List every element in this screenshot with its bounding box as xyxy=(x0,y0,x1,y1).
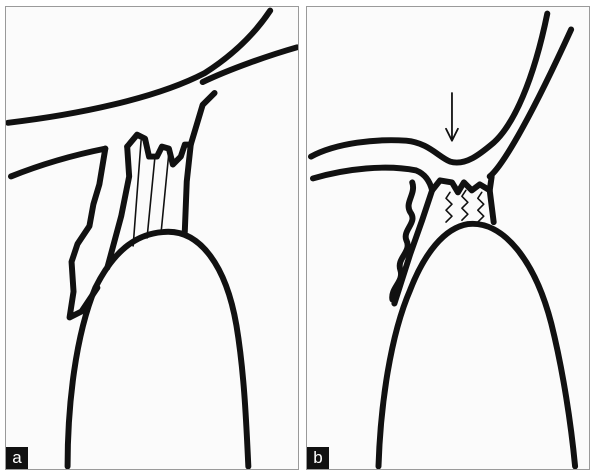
stem-top-edge xyxy=(432,176,492,192)
left-jagged-wall xyxy=(70,149,106,318)
panel-label-b: b xyxy=(307,447,329,469)
panel-b: b xyxy=(306,6,590,470)
zigzag-line-3 xyxy=(478,192,484,222)
stem-right-wall xyxy=(185,145,191,232)
fiber-line-3 xyxy=(161,153,169,234)
panel-a: a xyxy=(5,6,299,470)
arrow-down-icon xyxy=(446,93,458,141)
panel-label-a: a xyxy=(6,447,28,469)
left-band-line xyxy=(11,149,105,177)
zigzag-line-2 xyxy=(462,190,468,220)
upper-band-line xyxy=(311,14,547,163)
fiber-line-2 xyxy=(147,157,155,238)
panel-b-drawing xyxy=(307,7,589,469)
zigzag-line-1 xyxy=(446,192,452,222)
fiber-line-1 xyxy=(133,141,141,246)
right-branch-line xyxy=(490,29,571,176)
stem-right-wall xyxy=(490,190,494,222)
panel-a-drawing xyxy=(6,7,298,469)
dome-outline xyxy=(68,232,249,467)
